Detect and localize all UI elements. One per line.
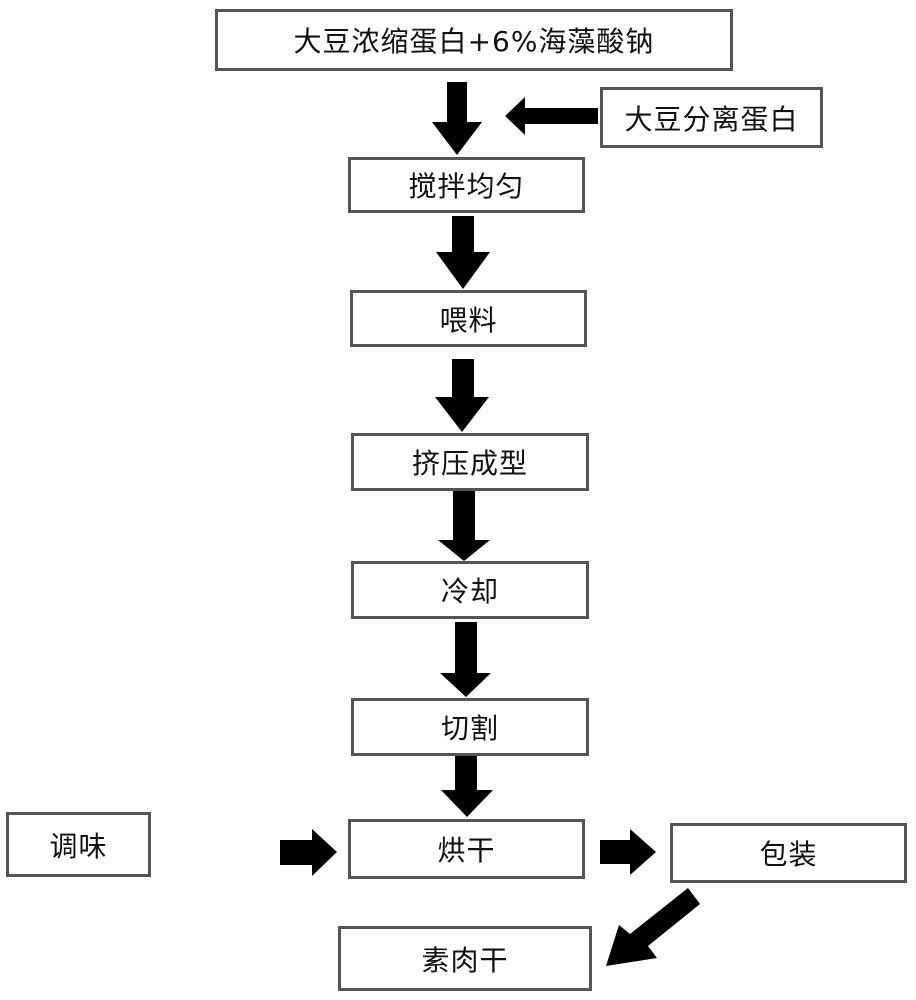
node-label: 烘干	[437, 834, 496, 867]
node-label: 素肉干	[421, 943, 509, 977]
arrow-extrusion-to-cooling	[438, 491, 490, 561]
arrow-cutting-to-drying	[441, 756, 493, 817]
arrow-isolate-to-mixing	[505, 97, 598, 135]
node-mixing: 搅拌均匀	[348, 157, 585, 213]
arrow-feeding-to-extrusion	[435, 359, 489, 432]
node-label: 包装	[759, 838, 818, 871]
node-drying: 烘干	[348, 819, 585, 879]
node-label: 冷却	[440, 575, 499, 608]
node-label: 喂料	[439, 303, 498, 337]
arrow-seasoning-to-drying	[280, 829, 337, 876]
node-cutting: 切割	[351, 698, 589, 756]
node-cooling: 冷却	[351, 561, 589, 619]
arrow-mixing-to-feeding	[436, 216, 490, 289]
node-label: 调味	[49, 829, 108, 863]
node-label: 切割	[440, 712, 499, 745]
node-seasoning: 调味	[6, 812, 151, 877]
arrow-drying-to-packaging	[600, 829, 656, 875]
node-packaging: 包装	[670, 823, 907, 883]
node-label: 搅拌均匀	[408, 170, 525, 203]
arrow-cooling-to-cutting	[440, 622, 491, 697]
node-label: 挤压成型	[411, 447, 528, 480]
node-raw-material: 大豆浓缩蛋白+6%海藻酸钠	[215, 9, 733, 71]
arrow-raw-to-mixing	[432, 82, 482, 155]
node-product: 素肉干	[338, 926, 592, 991]
node-extrusion: 挤压成型	[351, 433, 589, 491]
node-soy-isolate: 大豆分离蛋白	[600, 87, 823, 148]
arrow-packaging-to-product	[606, 888, 700, 966]
node-feeding: 喂料	[350, 290, 587, 347]
node-label: 大豆浓缩蛋白+6%海藻酸钠	[293, 25, 655, 58]
node-label: 大豆分离蛋白	[624, 102, 799, 136]
